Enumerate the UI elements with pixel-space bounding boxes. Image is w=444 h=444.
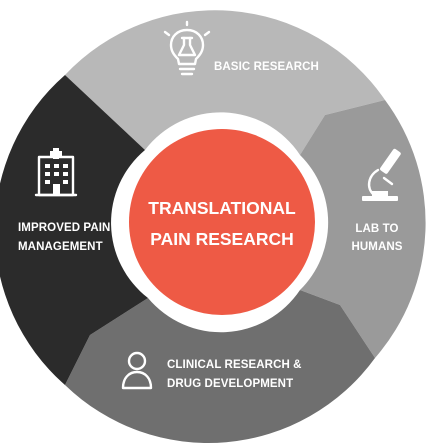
cycle-segments [0,10,426,443]
person-icon [121,351,153,390]
label-improved-pain-line-1: IMPROVED PAIN [18,222,110,234]
label-clinical-research-line-1: CLINICAL RESEARCH & [167,359,302,371]
center-circle [129,129,315,315]
label-clinical-research-line-2: DRUG DEVELOPMENT [167,378,293,390]
label-basic-research: BASIC RESEARCH [214,61,319,73]
segment-clinical-research [65,290,375,443]
segment-improved-pain-management [0,75,148,385]
segment-basic-research [65,10,385,155]
microscope-icon [362,148,401,201]
label-improved-pain-line-2: MANAGEMENT [18,241,103,253]
center-title-line-2: PAIN RESEARCH [150,229,294,249]
segment-lab-to-humans [300,100,426,358]
label-lab-to-humans-line-2: HUMANS [351,241,402,253]
label-lab-to-humans-line-1: LAB TO [355,223,398,235]
lightbulb-flask-icon [163,20,211,76]
center-title-line-1: TRANSLATIONAL [148,198,296,218]
hospital-building-icon [34,148,78,197]
